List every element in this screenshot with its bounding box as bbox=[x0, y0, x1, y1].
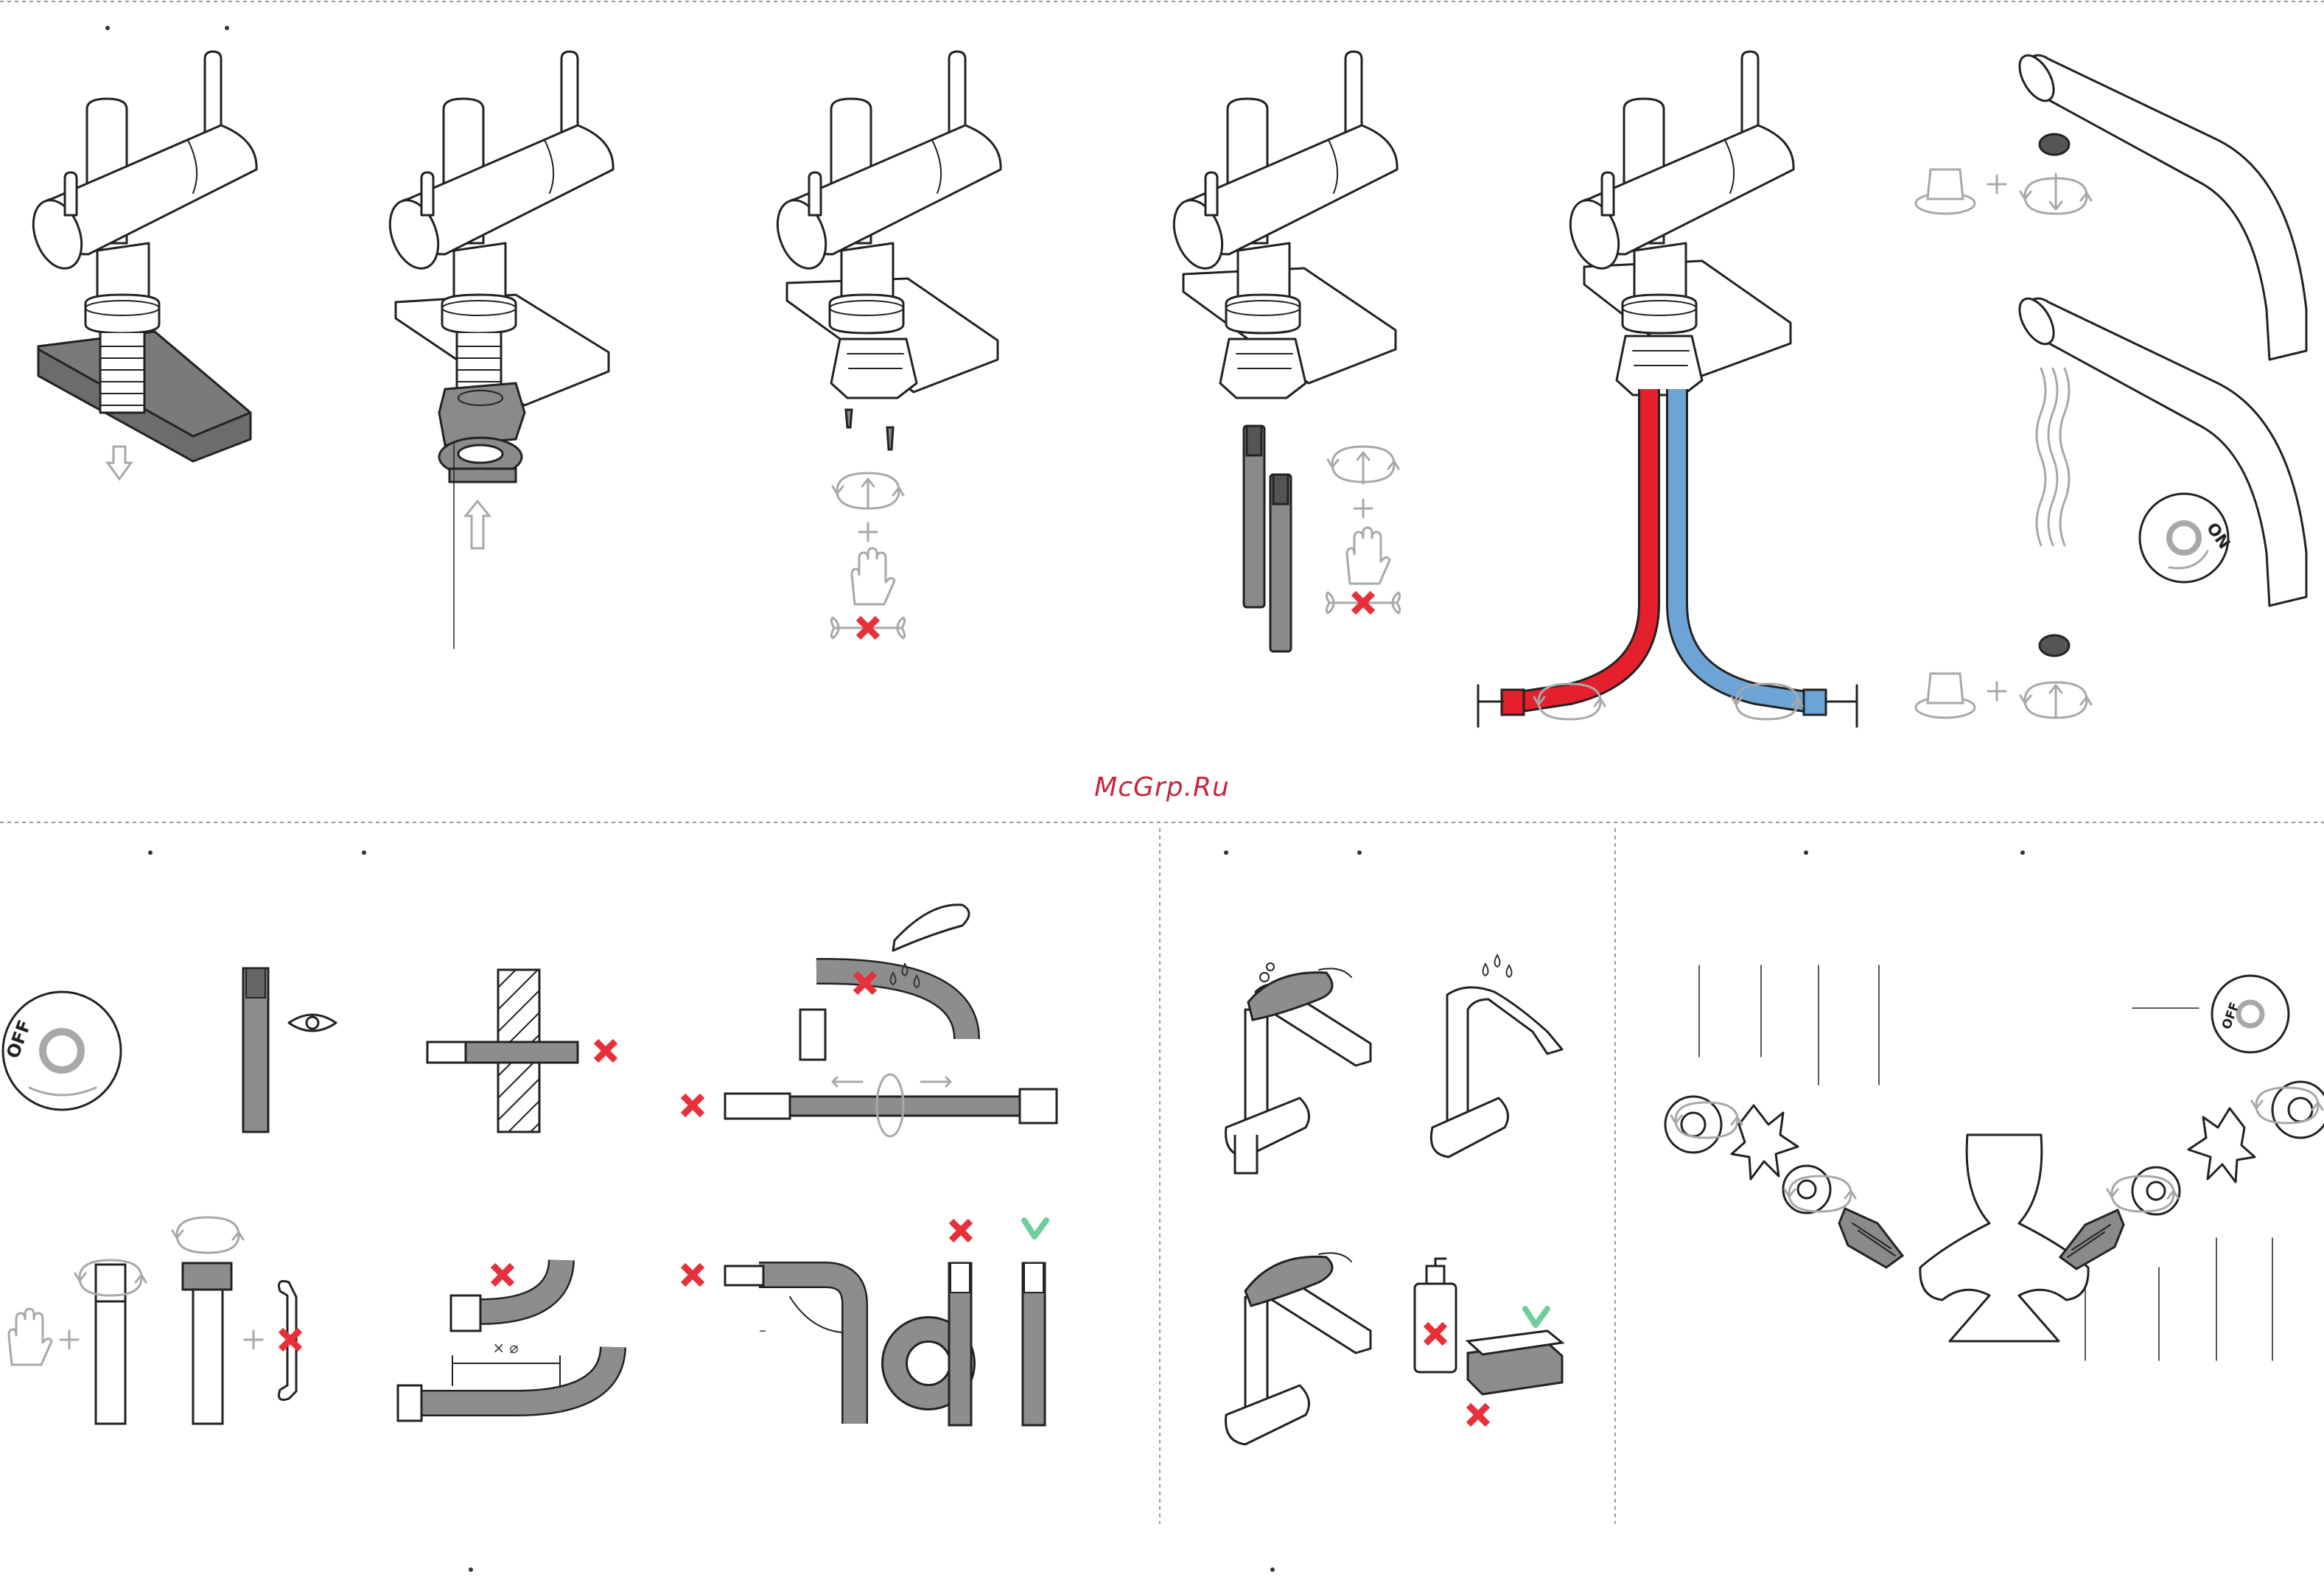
valve-off-icon: OFF bbox=[2212, 976, 2289, 1052]
correct-routing: – bbox=[683, 1220, 1046, 1425]
cold-hose bbox=[1677, 389, 1805, 702]
check-icon bbox=[1525, 1309, 1547, 1325]
step3-tighten-studs bbox=[769, 52, 1001, 638]
clamp-icon bbox=[439, 383, 525, 445]
do-not-bend-sharp bbox=[800, 905, 969, 1060]
washer-icon bbox=[439, 438, 522, 482]
left-handle-assembly bbox=[1665, 1097, 1903, 1267]
minimum-bend-radius: × ⌀ bbox=[398, 1260, 613, 1421]
cross-icon bbox=[683, 1265, 702, 1284]
step2-clamp-mount bbox=[381, 52, 613, 648]
eye-icon bbox=[289, 1015, 336, 1031]
cleaning-tap-1 bbox=[1226, 963, 1371, 1173]
cross-handle-icon bbox=[1732, 1105, 1798, 1179]
hot-hose bbox=[1521, 389, 1649, 702]
step4-connect-hoses bbox=[1165, 52, 1399, 651]
watermark: McGrp.Ru bbox=[1094, 772, 1230, 803]
cartridge-icon bbox=[1839, 1209, 1903, 1267]
inspect-hose bbox=[243, 968, 336, 1132]
spout-body bbox=[1920, 1135, 2088, 1341]
hand-tighten bbox=[9, 1217, 300, 1424]
wall-pass-through bbox=[427, 970, 615, 1132]
cross-icon bbox=[951, 1221, 970, 1240]
cleaning-tap-2 bbox=[1431, 955, 1562, 1157]
water-flow-icon bbox=[2037, 368, 2069, 545]
cold-valve-icon bbox=[1804, 685, 1857, 727]
sponge-icon bbox=[1468, 1309, 1562, 1424]
cartridge-exploded-panel: OFF bbox=[1665, 965, 2324, 1360]
cleaning-panel bbox=[1226, 955, 1562, 1444]
cross-icon bbox=[1469, 1405, 1488, 1424]
reference-dots bbox=[105, 26, 2025, 1572]
hose-hot-icon bbox=[1270, 475, 1291, 651]
step1-insert-mixer bbox=[24, 52, 256, 479]
soap-bottle-icon bbox=[1415, 1259, 1456, 1372]
angle-label: – bbox=[759, 1321, 766, 1339]
off-valve-panel: OFF bbox=[2, 992, 121, 1110]
cross-icon bbox=[683, 1096, 702, 1115]
diameter-label: × ⌀ bbox=[492, 1339, 518, 1357]
handle-tool-icon bbox=[1916, 169, 2091, 718]
hot-valve-icon bbox=[1478, 685, 1524, 727]
water-drops-icon bbox=[1483, 964, 1488, 976]
do-not-twist bbox=[683, 1074, 1057, 1136]
hose-cold-icon bbox=[1244, 426, 1264, 607]
step6-aerator-flush: ON bbox=[1916, 50, 2306, 718]
cleaning-tap-3 bbox=[1226, 1253, 1371, 1444]
step5-connect-supply bbox=[1478, 52, 1857, 727]
cross-icon bbox=[493, 1265, 512, 1284]
cross-icon bbox=[596, 1041, 615, 1060]
right-handle-assembly bbox=[2060, 1082, 2324, 1269]
check-icon bbox=[1024, 1220, 1046, 1237]
valve-on-icon: ON bbox=[2140, 494, 2233, 582]
down-arrow-icon bbox=[108, 447, 131, 479]
